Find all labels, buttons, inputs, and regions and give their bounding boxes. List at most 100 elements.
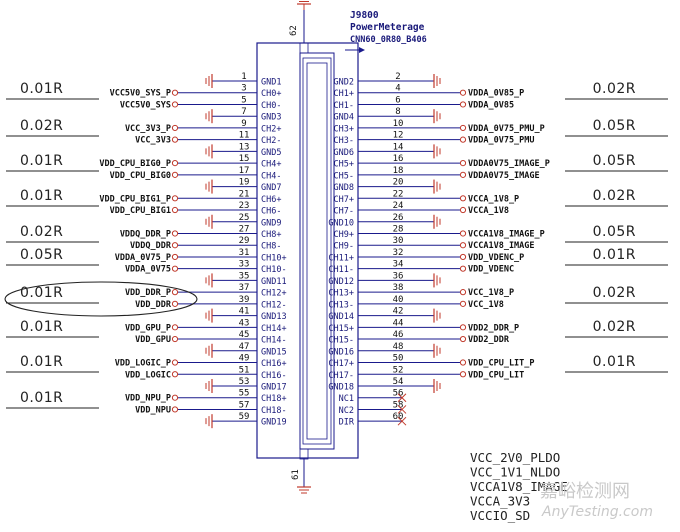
net-port-icon bbox=[171, 324, 179, 331]
pin-number: 43 bbox=[239, 318, 250, 328]
resistor-value: 0.01R bbox=[20, 285, 63, 301]
pin-number: 29 bbox=[239, 236, 250, 246]
no-connect-icon bbox=[397, 416, 407, 426]
pin-number: 28 bbox=[393, 224, 404, 234]
net-label: VCC_1V8 bbox=[468, 300, 504, 310]
pin-number: 3 bbox=[241, 84, 246, 94]
pin-name: CH6- bbox=[261, 207, 281, 217]
pin-name: GND13 bbox=[261, 312, 287, 322]
net-label: VCC_3V3 bbox=[135, 136, 171, 146]
pin-name: CH16- bbox=[261, 371, 287, 381]
net-label: VDD_CPU_LIT bbox=[468, 370, 524, 380]
pin-name: CH18+ bbox=[261, 394, 287, 404]
net-label: VCC_3V3_P bbox=[125, 124, 171, 134]
pin-number: 54 bbox=[393, 377, 404, 387]
net-port-icon bbox=[459, 335, 467, 343]
resistor-value: 0.01R bbox=[20, 188, 63, 204]
resistor-value: 0.01R bbox=[20, 319, 63, 335]
connector-slot-outer bbox=[299, 52, 335, 450]
net-label: VDD_DDR bbox=[135, 300, 172, 310]
net-port-icon bbox=[171, 242, 179, 249]
pin-name: GND5 bbox=[261, 148, 281, 158]
pin-number: 25 bbox=[239, 213, 250, 223]
pin-name: CH1+ bbox=[334, 89, 354, 99]
net-label: VCCA1V8_IMAGE_P bbox=[468, 229, 545, 239]
net-label: VDD_DDR_P bbox=[125, 288, 171, 298]
pin-number: 8 bbox=[395, 107, 400, 117]
net-label: VDD_GPU_P bbox=[125, 323, 171, 333]
net-label: VDD_GPU bbox=[135, 335, 171, 345]
rail-label: VCCA1V8_IMAGE bbox=[470, 479, 568, 494]
pin-name: CH15- bbox=[328, 336, 354, 346]
pin-name: CH3+ bbox=[334, 124, 354, 134]
pin-name: CH1- bbox=[334, 101, 354, 111]
net-label: VDDQ_DDR_P bbox=[120, 229, 171, 239]
pin-name: NC1 bbox=[339, 394, 354, 404]
rail-item: VCCA_3V3 bbox=[470, 494, 530, 509]
resistor-value: 0.01R bbox=[20, 390, 63, 406]
net-label: VDD_CPU_BIG0_P bbox=[99, 159, 171, 169]
left-resistor-notes: 0.01R0.02R0.01R0.01R0.02R0.05R0.01R0.01R… bbox=[6, 81, 99, 409]
no-connect-icon bbox=[397, 405, 407, 414]
pin-number: 47 bbox=[239, 342, 250, 352]
pin-name: GND7 bbox=[261, 183, 281, 193]
left-pin-column: 1GND13CH0+VCC5V0_SYS_P5CH0-VCC5V0_SYS7GN… bbox=[99, 72, 287, 429]
net-port-icon bbox=[171, 359, 179, 366]
ground-icon bbox=[433, 214, 441, 229]
pin-number: 2 bbox=[395, 72, 400, 82]
ground-icon bbox=[433, 308, 441, 323]
right-resistor-notes: 0.02R0.05R0.05R0.02R0.05R0.01R0.02R0.02R… bbox=[565, 81, 668, 373]
resistor-note: 0.02R bbox=[565, 319, 668, 338]
rail-item: VCCIO_SD bbox=[470, 508, 530, 523]
net-port-icon bbox=[459, 265, 467, 272]
net-label: VCC_1V8_P bbox=[468, 288, 514, 298]
pin-number: 5 bbox=[241, 95, 246, 105]
pin-name: CH11+ bbox=[328, 253, 354, 263]
resistor-note: 0.02R bbox=[565, 188, 668, 207]
net-port-icon bbox=[459, 324, 467, 331]
net-port-icon bbox=[459, 230, 467, 237]
resistor-note: 0.01R bbox=[6, 153, 99, 172]
pin-number: 42 bbox=[393, 307, 404, 317]
pin-number: 59 bbox=[239, 412, 250, 422]
pin-number: 13 bbox=[239, 142, 250, 152]
net-label: VDD_CPU_LIT_P bbox=[468, 359, 535, 369]
pin-number: 20 bbox=[393, 178, 404, 188]
pin-number: 30 bbox=[393, 236, 404, 246]
pin-number: 16 bbox=[393, 154, 404, 164]
pin61-number: 61 bbox=[291, 469, 301, 480]
ground-symbol-top bbox=[297, 1, 311, 10]
ground-icon bbox=[433, 109, 441, 124]
pin-number: 19 bbox=[239, 178, 250, 188]
pin-number: 23 bbox=[239, 201, 250, 211]
pin-number: 48 bbox=[393, 342, 404, 352]
pin-name: CH0- bbox=[261, 101, 281, 111]
net-port-icon bbox=[171, 124, 179, 132]
net-label: VDDA_0V85_P bbox=[468, 89, 524, 99]
resistor-note: 0.01R bbox=[565, 247, 668, 266]
resistor-value: 0.01R bbox=[20, 81, 63, 97]
pin-number: 35 bbox=[239, 271, 250, 281]
pin-name: CH8- bbox=[261, 242, 281, 252]
